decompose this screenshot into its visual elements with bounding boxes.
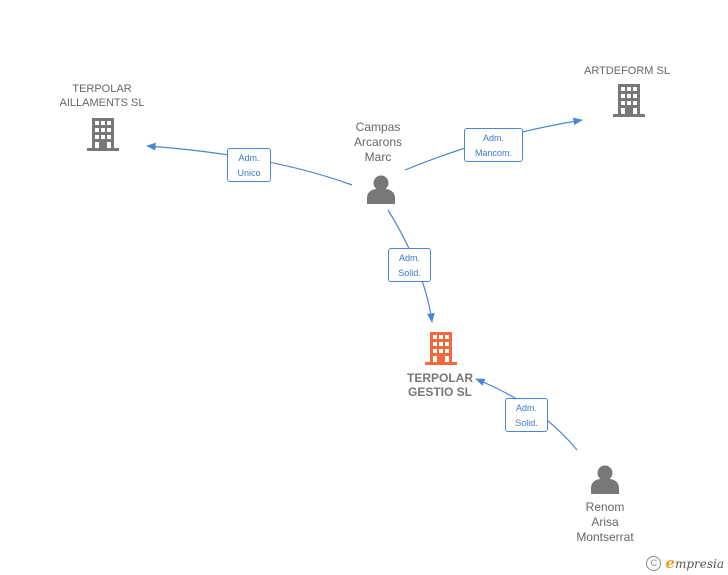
building-icon-terpolar-gestio[interactable]: [425, 332, 457, 365]
empresia-logo-text: mpresia: [674, 557, 724, 571]
edge-label-line1: Adm.: [398, 253, 420, 263]
edge-label-line2: Mancom.: [474, 148, 512, 158]
edge-label-adm-mancom: Adm. Mancom.: [464, 128, 523, 162]
empresia-logo-initial: e: [665, 554, 675, 572]
edge-label-line2: Unico: [237, 168, 261, 178]
node-label-renom[interactable]: Renom Arisa Montserrat: [576, 500, 634, 544]
edge-label-adm-solid-campas: Adm. Solid.: [388, 248, 431, 282]
edge-label-adm-solid-renom: Adm. Solid.: [505, 398, 548, 432]
node-label-terpolar-gestio[interactable]: TERPOLAR GESTIO SL: [407, 371, 473, 399]
edge-label-line1: Adm.: [238, 153, 260, 163]
footer-brand: C empresia: [646, 554, 724, 572]
building-icon-terpolar-aillaments[interactable]: [87, 118, 119, 151]
empresia-logo[interactable]: empresia: [665, 554, 724, 572]
copyright-icon: C: [646, 555, 662, 571]
node-label-campas[interactable]: Campas Arcarons Marc: [353, 120, 403, 164]
building-icon-artdeform[interactable]: [613, 84, 645, 117]
edge-label-line2: Solid.: [515, 418, 538, 428]
edge-label-line1: Adm.: [482, 133, 504, 143]
edge-label-adm-unico: Adm. Unico: [227, 148, 271, 182]
node-label-artdeform[interactable]: ARTDEFORM SL: [584, 65, 670, 77]
person-icon-campas[interactable]: [367, 175, 395, 205]
edge-label-line2: Solid.: [398, 268, 421, 278]
edge-label-line1: Adm.: [515, 403, 537, 413]
person-icon-renom[interactable]: [591, 465, 619, 495]
node-label-terpolar-aillaments[interactable]: TERPOLAR AILLAMENTS SL: [59, 83, 145, 109]
